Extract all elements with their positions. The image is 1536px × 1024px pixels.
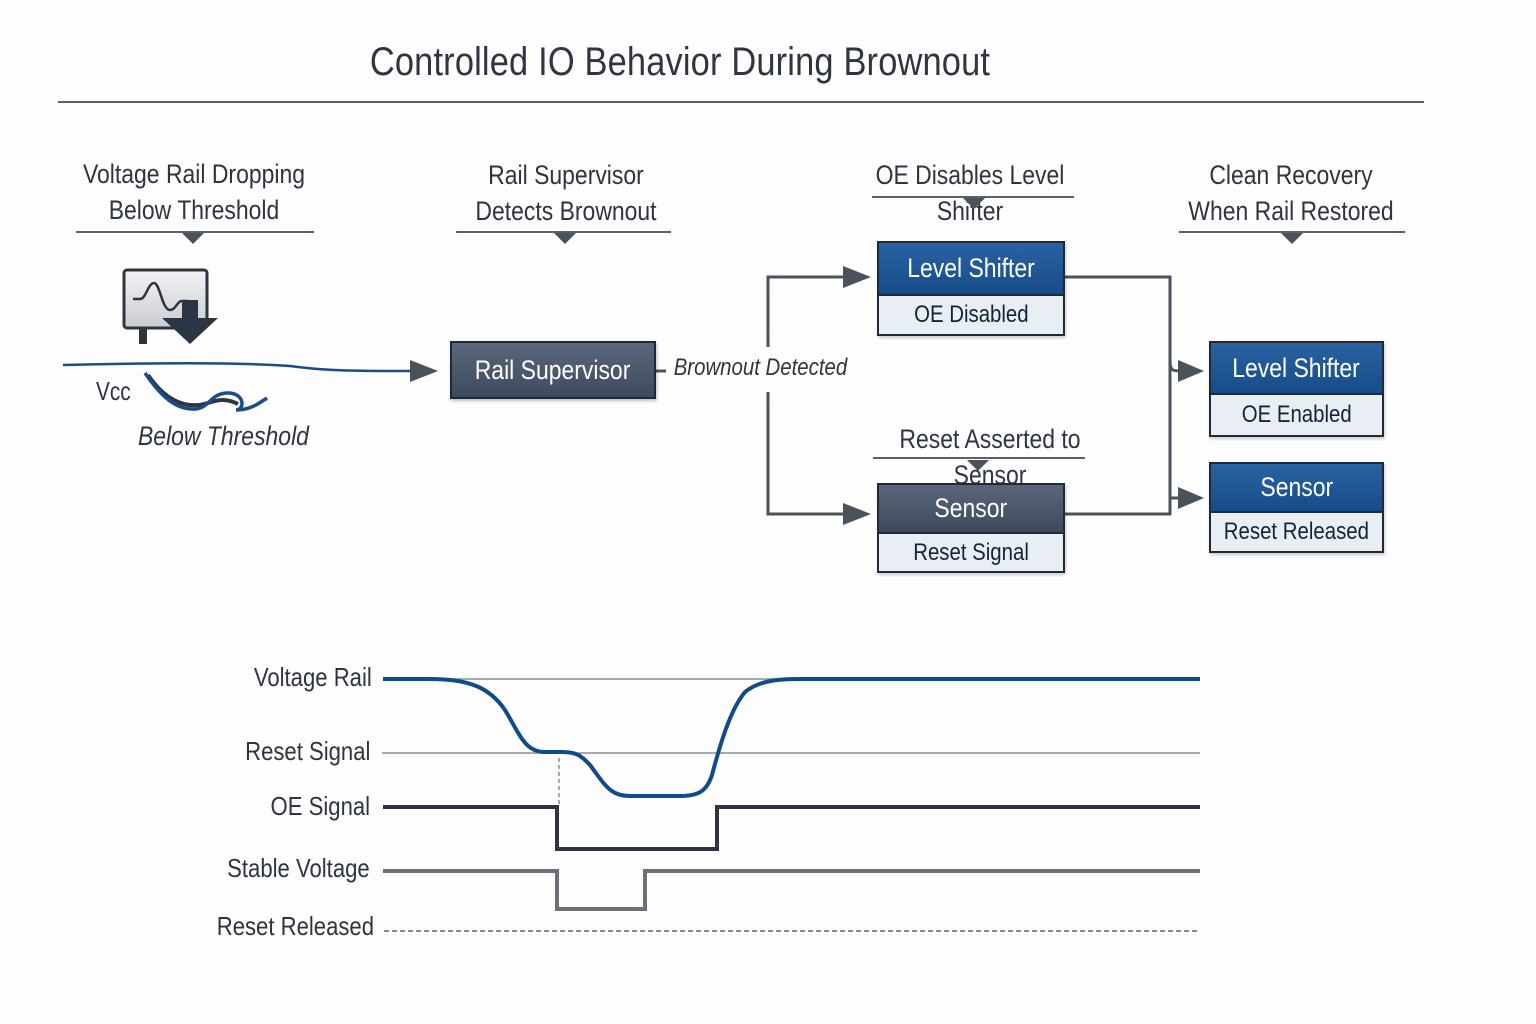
reset-asserted-label: Reset Asserted to Sensor [850, 421, 1130, 493]
stage-divider [76, 231, 314, 233]
rail-supervisor-label: Rail Supervisor [475, 354, 631, 385]
reset-asserted-text: Reset Asserted to Sensor [899, 424, 1081, 490]
stage-divider [1179, 231, 1405, 233]
block-status: OE Disabled [879, 294, 1063, 334]
timing-label-oe-signal: OE Signal [270, 791, 370, 821]
level-shifter-disabled-block: Level Shifter OE Disabled [877, 241, 1065, 336]
down-pointer-icon [963, 198, 985, 209]
arrow-head-icon [410, 360, 438, 382]
arrow-head-icon [843, 266, 871, 288]
voltage-drop-monitor-icon [122, 268, 218, 344]
block-title: Sensor [879, 485, 1063, 532]
stage-label-line: Voltage Rail Dropping [82, 159, 305, 189]
timing-label-reset-signal: Reset Signal [244, 736, 370, 766]
timing-label-stable-voltage: Stable Voltage [227, 853, 370, 883]
rail-supervisor-block: Rail Supervisor [450, 341, 656, 399]
timing-label-reset-released: Reset Released [216, 911, 374, 941]
sensor-reset-block: Sensor Reset Signal [877, 483, 1065, 573]
oe-signal-trace [383, 805, 1200, 851]
block-title: Sensor [1211, 464, 1382, 511]
page-title: Controlled IO Behavior During Brownout [369, 40, 991, 84]
below-threshold-label: Below Threshold [138, 421, 309, 451]
block-title: Level Shifter [1211, 343, 1382, 393]
voltage-rail-trace [383, 677, 1200, 798]
down-pointer-icon [1281, 233, 1303, 244]
arrow-head-icon [1178, 360, 1204, 382]
below-threshold-wave-icon [143, 372, 268, 412]
stable-voltage-trace [383, 869, 1200, 911]
block-status: Reset Released [1211, 511, 1382, 551]
sensor-released-block: Sensor Reset Released [1209, 462, 1384, 553]
arrow-head-icon [843, 503, 871, 525]
title-divider [58, 101, 1424, 103]
down-pointer-icon [182, 233, 204, 244]
stage-label-line: Detects Brownout [475, 196, 657, 226]
stage-label-line: OE Disables Level Shifter [875, 160, 1065, 226]
down-pointer-icon [554, 233, 576, 244]
timing-label-voltage-rail: Voltage Rail [254, 662, 372, 692]
down-pointer-icon [967, 460, 989, 471]
block-title: Level Shifter [879, 243, 1063, 294]
stage-label-voltage-drop: Voltage Rail Dropping Below Threshold [60, 156, 328, 228]
arrow-head-icon [1178, 487, 1204, 509]
stage-label-supervisor: Rail Supervisor Detects Brownout [440, 157, 692, 229]
stage-label-line: Rail Supervisor [488, 160, 644, 190]
stage-divider [872, 196, 1074, 198]
vcc-label: Vcc [96, 376, 131, 406]
stage-label-line: Below Threshold [108, 195, 280, 225]
stage-label-oe-disable: OE Disables Level Shifter [820, 157, 1120, 229]
brownout-detected-label: Brownout Detected [672, 354, 849, 382]
stage-label-line: Clean Recovery [1209, 160, 1373, 190]
stage-label-line: When Rail Restored [1188, 196, 1394, 226]
level-shifter-enabled-block: Level Shifter OE Enabled [1209, 341, 1384, 437]
vcc-rail-line [62, 362, 412, 373]
stage-label-recovery: Clean Recovery When Rail Restored [1165, 157, 1417, 229]
block-status: OE Enabled [1211, 393, 1382, 435]
block-status: Reset Signal [879, 532, 1063, 571]
stage-divider [456, 231, 671, 233]
